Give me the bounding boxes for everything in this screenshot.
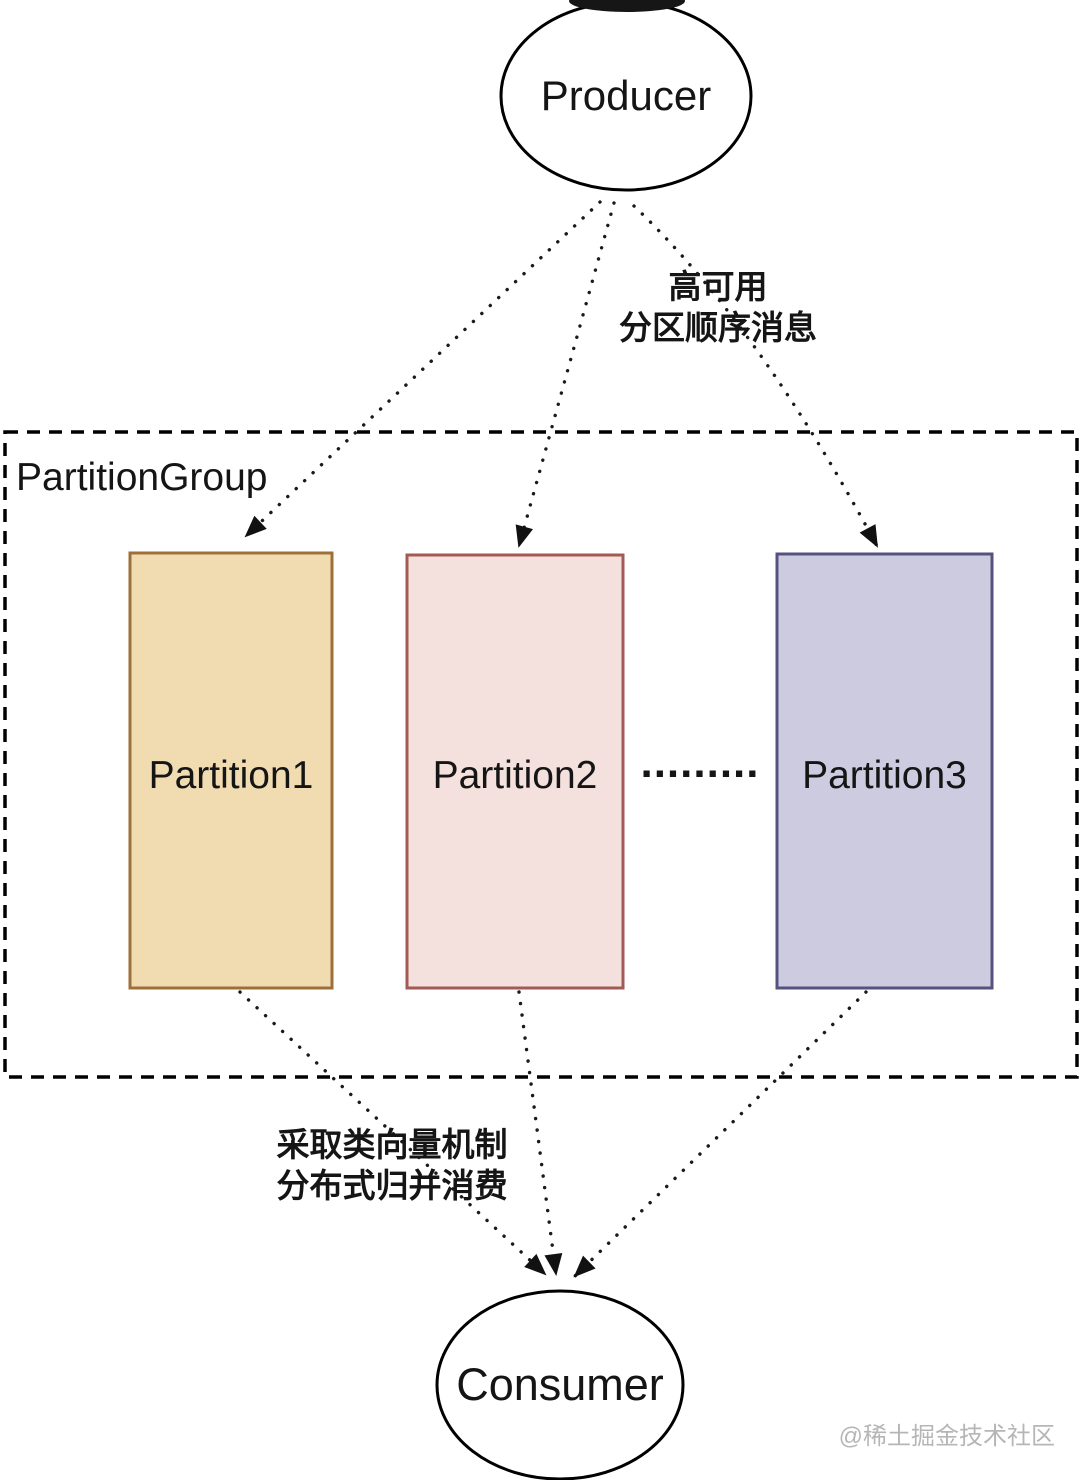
producer-label: Producer [540, 72, 712, 119]
partition1-box [128, 551, 334, 990]
arrow-producer-to-partition2 [515, 201, 616, 548]
consumer-edge-annotation: 采取类向量机制 分布式归并消费 [233, 1124, 551, 1206]
partition3-box [775, 552, 994, 990]
producer-edge-annotation: 高可用 分区顺序消息 [563, 266, 873, 348]
arrow-partition1-to-consumer [238, 990, 547, 1276]
partition3-label: Partition3 [802, 754, 967, 797]
partition2-box [405, 553, 625, 990]
partition2-label: Partition2 [432, 754, 598, 797]
partition-group-box [3, 430, 1079, 1079]
producer-edge-annotation-line1: 高可用 [668, 268, 768, 305]
partition-group-label: PartitionGroup [16, 456, 268, 499]
consumer-edge-annotation-line1: 采取类向量机制 [276, 1126, 508, 1163]
consumer-label: Consumer [456, 1359, 664, 1410]
arrow-partition2-to-consumer [517, 990, 563, 1276]
partition1-label: Partition1 [148, 754, 314, 797]
watermark: @稀土掘金技术社区 [838, 1423, 1055, 1450]
consumer-edge-annotation-line2: 分布式归并消费 [276, 1167, 508, 1204]
partition-ellipsis: ......... [640, 738, 760, 787]
producer-edge-annotation-line2: 分区顺序消息 [619, 309, 817, 346]
arrow-partition3-to-consumer [573, 990, 868, 1278]
consumer-node [435, 1289, 685, 1480]
arrow-producer-to-partition1 [244, 200, 602, 538]
arrow-producer-to-partition3 [632, 204, 879, 548]
producer-top-mark [569, 0, 685, 12]
